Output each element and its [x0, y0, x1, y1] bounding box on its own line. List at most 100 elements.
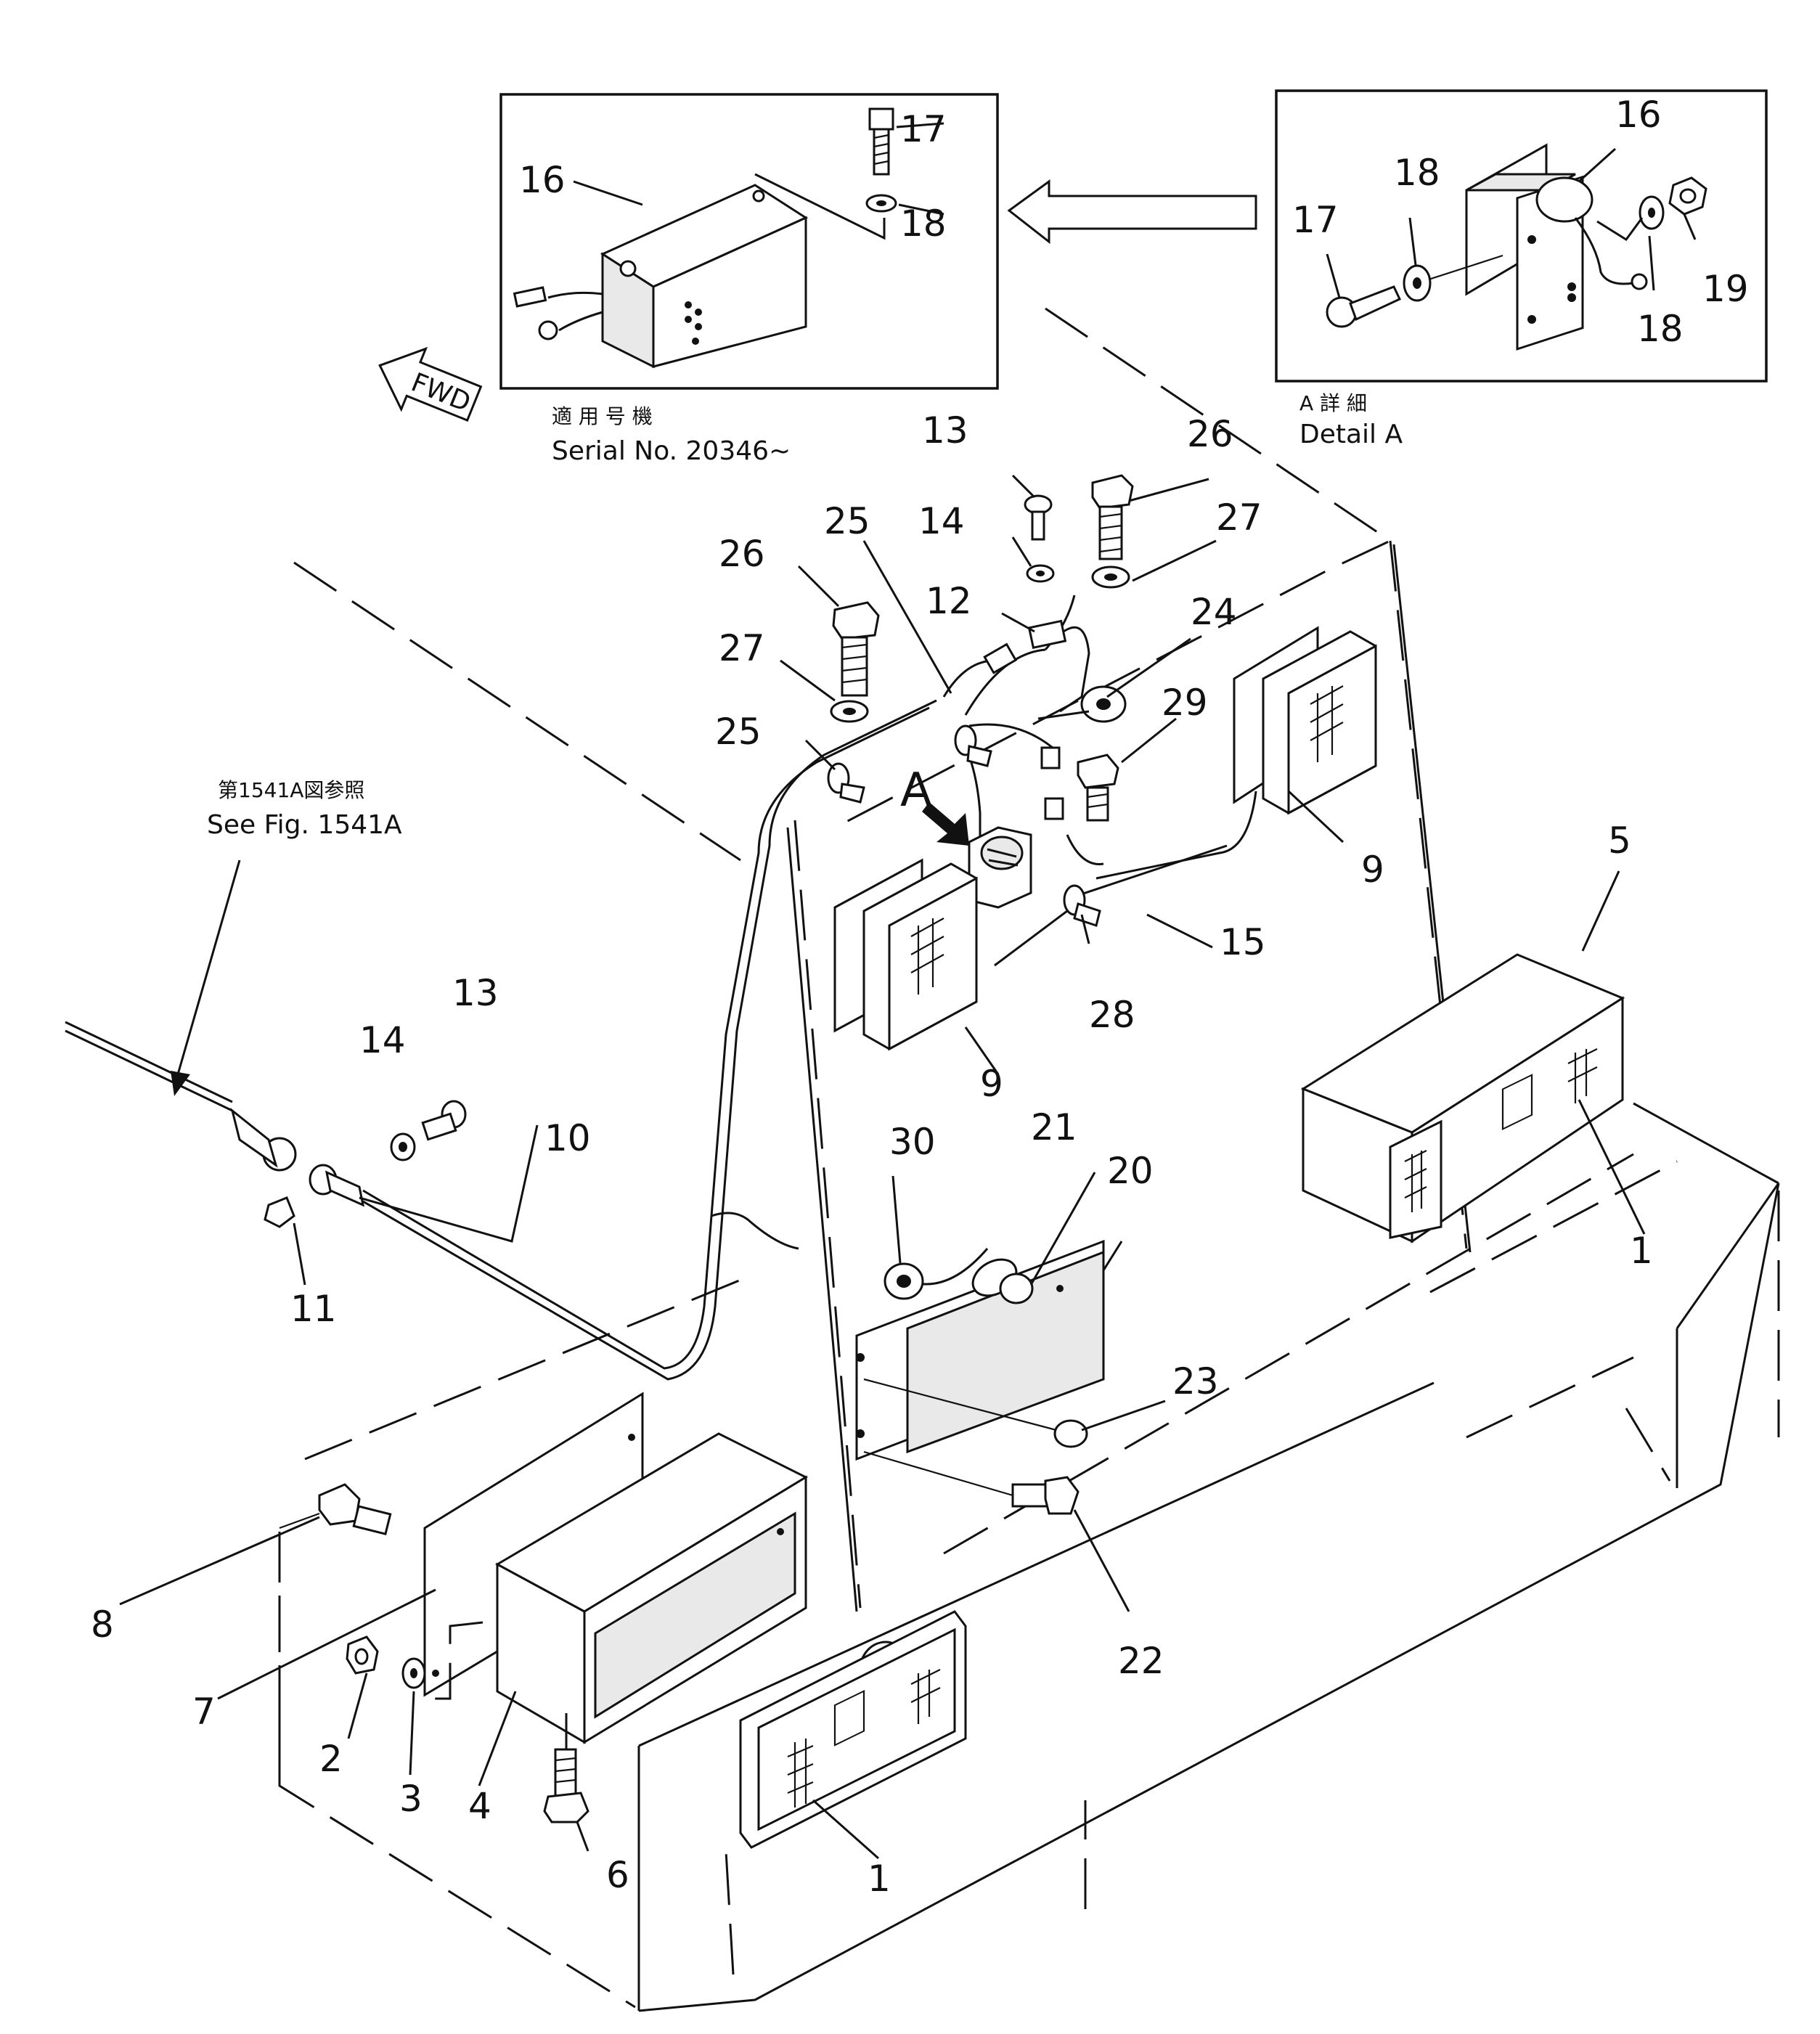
housing-box-part-4: [494, 1432, 809, 1744]
washer-part-14-left: [390, 1132, 416, 1161]
washer-part-14-upper: [1026, 564, 1055, 583]
detail-callout-18: 18: [1394, 152, 1440, 194]
callout-22: 22: [1118, 1640, 1164, 1682]
harness-plug-part-10: [309, 1164, 365, 1207]
callout-29: 29: [1162, 682, 1208, 724]
fwd-direction-arrow: FWD: [378, 346, 483, 422]
callout-21: 21: [1031, 1106, 1077, 1148]
callout-5: 5: [1608, 820, 1631, 862]
serial-callout-17: 17: [900, 108, 947, 150]
harness-wiring: [362, 595, 1257, 1381]
detail-a-inset: [1275, 89, 1768, 383]
connector-part-12: [1027, 619, 1090, 713]
bolt-part-26-right: [1091, 474, 1134, 560]
callout-9: 9: [1361, 849, 1384, 891]
grommet-part-24: [1037, 685, 1127, 723]
detail-callout-18: 18: [1637, 308, 1684, 350]
detail-caption-en: Detail A: [1299, 420, 1403, 449]
callout-numbers: 1 1 2 3 4 5 6 7 8 9 9 10 11 12 13 13 14 …: [91, 94, 1749, 1900]
see-fig-caption-en: See Fig. 1541A: [207, 810, 402, 840]
callout-27: 27: [1216, 497, 1262, 539]
bolt-part-29: [1077, 753, 1119, 822]
serial-callout-16: 16: [519, 159, 566, 201]
inset-captions: 適 用 号 機 Serial No. 20346~ A 詳 細 Detail A…: [207, 391, 1403, 840]
bolt-part-22: [863, 1450, 1080, 1515]
washer-part-3: [401, 1657, 426, 1689]
detail-to-serial-arrow: [1007, 179, 1257, 245]
callout-8: 8: [91, 1604, 114, 1646]
front-light-part-1-left: [739, 1610, 967, 1849]
flasher-relay-main: [968, 826, 1032, 909]
callout-23: 23: [1172, 1360, 1219, 1402]
relay-box-part-16: [513, 184, 809, 369]
detail-callout-17: 17: [1292, 199, 1339, 241]
harness-plug-see-fig: [65, 1021, 297, 1172]
callout-26: 26: [719, 533, 765, 575]
callout-25: 25: [824, 500, 870, 542]
screw-part-13-left: [421, 1100, 467, 1141]
detail-washer-part-18-right: [1639, 195, 1665, 230]
serial-caption-en: Serial No. 20346~: [552, 436, 791, 466]
detail-callout-19: 19: [1702, 268, 1749, 310]
callout-4: 4: [468, 1785, 491, 1827]
nut-part-2: [346, 1635, 379, 1675]
bracket-part-20: [855, 1239, 1105, 1461]
callout-1: 1: [1630, 1230, 1653, 1272]
see-fig-caption-jp: 第1541A図参照: [218, 778, 364, 802]
callout-6: 6: [606, 1854, 629, 1896]
bolt-part-6: [543, 1748, 589, 1823]
harness-connector-mid: [1040, 746, 1064, 820]
flasher-bracket-part-16: [1465, 143, 1648, 351]
detail-washer-part-18-left: [1403, 264, 1432, 302]
washer-part-27-left: [830, 700, 869, 723]
callout-26: 26: [1187, 413, 1233, 455]
detail-caption-jp: A 詳 細: [1299, 391, 1367, 415]
callout-1: 1: [868, 1858, 891, 1900]
bolt-part-8: [279, 1483, 392, 1535]
lamp-part-21: [971, 1258, 1034, 1304]
work-light-part-9-lower: [833, 858, 978, 1051]
callout-11: 11: [290, 1288, 337, 1330]
washer-part-27-right: [1091, 565, 1130, 589]
detail-callout-16: 16: [1615, 94, 1662, 136]
callout-9: 9: [980, 1063, 1003, 1105]
callout-3: 3: [399, 1778, 423, 1820]
harness-connector-upper: [983, 642, 1018, 674]
callout-10: 10: [544, 1117, 591, 1159]
serial-number-inset: [499, 93, 999, 390]
callout-15: 15: [1220, 921, 1266, 963]
callout-14: 14: [359, 1019, 406, 1061]
callout-24: 24: [1191, 591, 1237, 633]
cab-light-part-5: [1300, 953, 1625, 1243]
callout-7: 7: [192, 1691, 216, 1733]
callout-14: 14: [918, 500, 965, 542]
grommet-part-30: [884, 1262, 924, 1300]
serial-caption-jp: 適 用 号 機: [552, 404, 653, 428]
callout-2: 2: [319, 1738, 343, 1780]
leader-lines: [119, 474, 1646, 1860]
detail-nut-part-19: [1668, 176, 1707, 216]
detail-a-letter: A: [900, 764, 932, 817]
pin-part-23: [863, 1378, 1088, 1448]
callout-20: 20: [1107, 1150, 1154, 1192]
bolt-part-17: [868, 107, 894, 176]
serial-callout-18: 18: [900, 203, 947, 245]
clamp-part-25-left: [827, 762, 865, 804]
callout-13: 13: [922, 409, 968, 452]
detail-bolt-part-17: [1326, 285, 1401, 328]
clamp-part-28: [1063, 884, 1101, 927]
clamp-part-25-right: [954, 724, 992, 767]
callout-25: 25: [715, 711, 762, 753]
work-light-part-9-upper: [1233, 626, 1377, 815]
callout-30: 30: [889, 1121, 936, 1163]
bolt-part-26-left: [832, 601, 880, 697]
callout-12: 12: [926, 580, 972, 622]
screw-part-13-upper: [1024, 494, 1053, 541]
callout-13: 13: [452, 972, 499, 1014]
callout-28: 28: [1089, 994, 1135, 1036]
callout-27: 27: [719, 627, 765, 669]
detail-a-pointer-arrow: [922, 802, 969, 846]
washer-part-18: [865, 194, 897, 213]
clip-part-11: [264, 1196, 295, 1228]
